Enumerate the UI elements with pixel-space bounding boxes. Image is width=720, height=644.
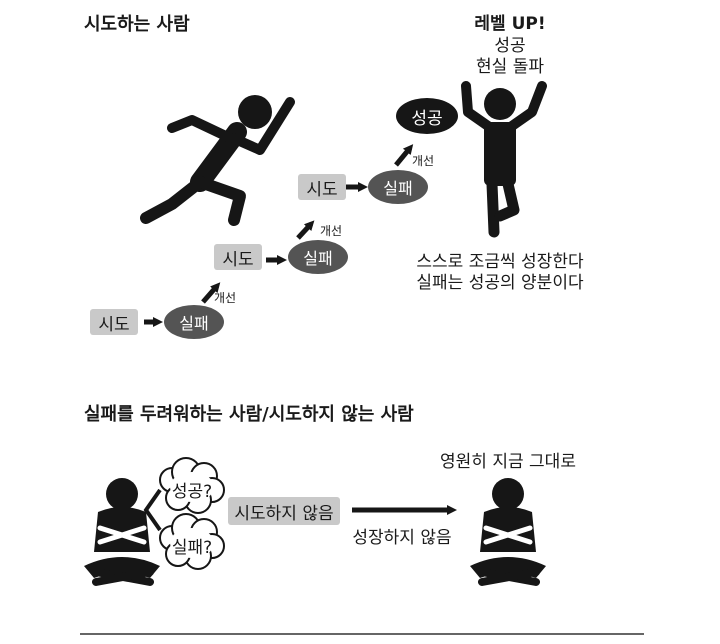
thought-fail-label: 실패? xyxy=(171,538,213,558)
improve-arrows xyxy=(201,144,414,304)
no-try-box: 시도하지 않음 xyxy=(228,497,340,525)
success-oval: 성공 xyxy=(396,98,458,134)
improve-label-1: 개선 xyxy=(214,291,237,305)
running-person-icon xyxy=(140,95,295,226)
sitting-person-right-icon xyxy=(470,478,546,586)
forever-label: 영원히 지금 그대로 xyxy=(440,452,576,472)
try-box-3: 시도 xyxy=(298,174,346,200)
cheering-person-icon xyxy=(461,81,547,238)
fail-oval-3: 실패 xyxy=(368,170,428,204)
levelup-line2: 현실 돌파 xyxy=(476,57,544,77)
thought-cloud-fail xyxy=(159,513,225,570)
improve-label-3: 개선 xyxy=(412,154,435,168)
fail-oval-2: 실패 xyxy=(288,240,348,274)
bottom-title: 실패를 두려워하는 사람/시도하지 않는 사람 xyxy=(84,404,414,425)
no-growth-label: 성장하지 않음 xyxy=(352,528,452,548)
sitting-person-icon xyxy=(84,478,160,586)
try-box-1: 시도 xyxy=(90,309,138,335)
thought-success-label: 성공? xyxy=(171,482,213,502)
levelup-line1: 성공 xyxy=(494,36,526,56)
thought-cloud-success xyxy=(159,457,225,514)
try-box-2: 시도 xyxy=(214,244,262,270)
improve-label-2: 개선 xyxy=(320,224,343,238)
levelup-title: 레벨 UP! xyxy=(474,14,546,34)
thought-bracket xyxy=(143,488,162,532)
caption-line1: 스스로 조금씩 성장한다 xyxy=(416,252,584,272)
caption-line2: 실패는 성공의 양분이다 xyxy=(416,273,584,293)
try-to-fail-arrows xyxy=(144,182,368,327)
top-title: 시도하는 사람 xyxy=(84,14,190,35)
fail-oval-1: 실패 xyxy=(164,305,224,339)
